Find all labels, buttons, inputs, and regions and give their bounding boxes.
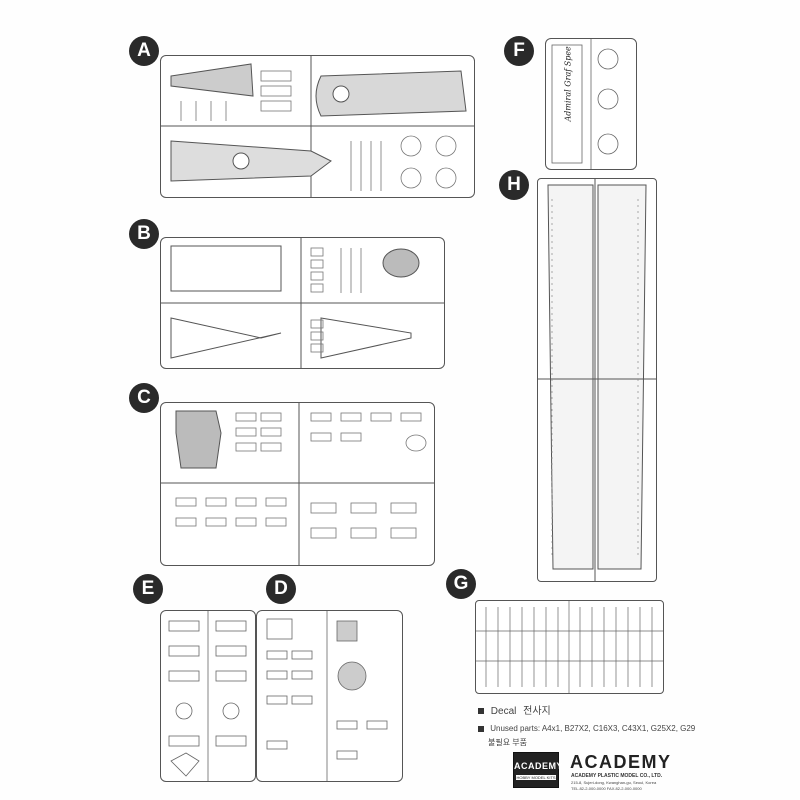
company-phone: TEL.82-2-000-0000 FAX.82-2-000-0000	[571, 786, 642, 791]
academy-wordmark: ACADEMY	[570, 752, 672, 772]
badge-sub: HOBBY MODEL KITS	[516, 775, 556, 780]
decal-label: Decal	[490, 706, 517, 717]
sprue-d-frame	[256, 610, 403, 782]
sprue-a-parts-drawing	[161, 56, 474, 197]
sprue-c-parts-drawing	[161, 403, 434, 565]
sprue-b-frame	[160, 237, 445, 369]
sprue-h-parts-drawing	[538, 179, 656, 581]
decal-korean-label: 전사지	[523, 706, 551, 717]
sprue-f-parts-drawing	[551, 39, 619, 169]
unused-list: A4x1, B27X2, C16X3, C43X1, G25X2, G29	[541, 724, 696, 733]
unused-label: Unused parts:	[490, 724, 541, 733]
sprue-c-frame	[160, 402, 435, 566]
company-name: ACADEMY PLASTIC MODEL CO., LTD.	[571, 773, 663, 779]
sprue-g-frame	[475, 600, 664, 694]
badge-name: ACADEMY	[514, 761, 564, 771]
decal-square-icon	[478, 708, 484, 715]
sprue-h-badge: H	[499, 170, 529, 200]
sprue-f-badge: F	[504, 36, 534, 66]
academy-badge: ACADEMY HOBBY MODEL KITS	[513, 752, 564, 788]
unused-korean-label: 불필요 부품	[488, 738, 528, 747]
unused-square-icon	[478, 725, 484, 732]
sprue-b-parts-drawing	[161, 238, 444, 368]
company-address: 215-8, Sujeri-dong, Kwanghan-gu, Seoul, …	[571, 780, 657, 785]
sprue-g-parts-drawing	[476, 601, 663, 693]
sprue-c-badge: C	[129, 383, 159, 413]
sprue-b-badge: B	[129, 219, 159, 249]
unused-korean-legend: 불필요 부품	[488, 737, 527, 748]
sprue-e-frame	[160, 610, 256, 782]
sprue-a-frame	[160, 55, 475, 198]
sprue-g-badge: G	[446, 569, 476, 599]
decal-legend: Decal 전사지	[478, 702, 551, 717]
unused-parts-legend: Unused parts: A4x1, B27X2, C16X3, C43X1,…	[478, 724, 695, 733]
decal-text: Admiral Graf Spee	[563, 46, 573, 122]
sprue-d-parts-drawing	[266, 611, 388, 781]
sprue-a-badge: A	[129, 36, 159, 66]
sprue-e-parts-drawing	[168, 611, 247, 781]
sprue-e-badge: E	[133, 574, 163, 604]
sprue-d-badge: D	[266, 574, 296, 604]
sprue-f-frame: Admiral Graf Spee	[545, 38, 637, 170]
sprue-h-frame	[537, 178, 657, 582]
